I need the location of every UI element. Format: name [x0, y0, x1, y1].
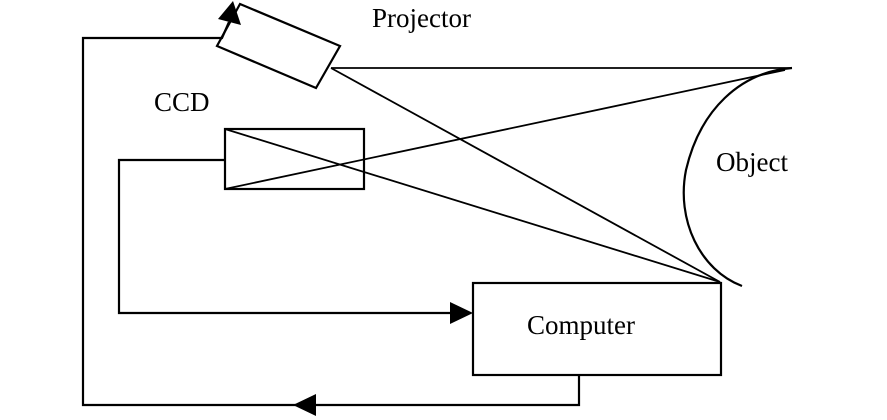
ccd-ray-top — [224, 69, 786, 190]
computer-node — [471, 281, 723, 377]
computer-to-projector-arrowhead-top — [218, 1, 241, 25]
ccd-label: CCD — [154, 87, 210, 117]
computer-to-projector-line — [81, 21, 581, 407]
ccd-to-computer-line — [117, 158, 455, 315]
computer-to-projector-arrowhead-bottom — [293, 394, 316, 416]
projector-ray-bottom — [330, 67, 721, 283]
ccd-node — [223, 127, 366, 191]
object-label: Object — [716, 147, 788, 177]
object-surface — [682, 66, 793, 288]
ccd-ray-bottom — [224, 128, 721, 283]
computer-box — [471, 281, 723, 377]
projector-label: Projector — [372, 3, 471, 33]
ccd-to-computer-arrowhead — [450, 302, 473, 324]
computer-label: Computer — [527, 310, 635, 340]
ccd-box — [223, 127, 366, 191]
